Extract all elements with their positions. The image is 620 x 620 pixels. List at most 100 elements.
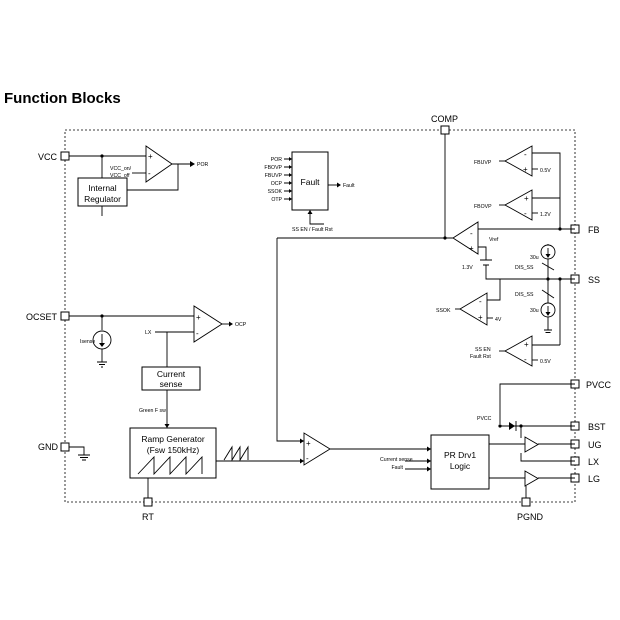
pin-lg: LG [570,473,600,484]
svg-text:+: + [523,165,528,174]
svg-text:LX: LX [588,457,599,467]
svg-text:PR Drv1: PR Drv1 [444,450,476,460]
error-amplifier: - + Vref 1.3V [277,134,575,280]
svg-text:0.5V: 0.5V [540,359,551,365]
svg-text:OCSET: OCSET [26,312,58,322]
svg-text:+: + [196,313,201,322]
svg-text:+: + [148,152,153,161]
svg-text:Current sense: Current sense [380,457,413,463]
svg-text:DIS_SS: DIS_SS [515,292,534,298]
svg-text:OCP: OCP [271,181,283,187]
svg-text:sense: sense [160,379,183,389]
svg-text:POR: POR [271,157,282,163]
svg-text:SS EN / Fault Rst: SS EN / Fault Rst [292,227,333,233]
svg-text:+: + [524,194,529,203]
svg-text:-: - [479,297,482,306]
svg-text:+: + [478,313,483,322]
pr-logic-block: PR Drv1 Logic Current sense Fault [380,434,490,490]
svg-text:UG: UG [588,440,602,450]
svg-text:Current: Current [157,369,186,379]
svg-text:Logic: Logic [450,461,471,471]
pin-bst: BST [570,421,606,432]
internal-regulator: Internal Regulator [77,177,128,207]
ssok-comparator: - + SSOK 4V [436,279,502,326]
svg-text:+: + [469,244,474,253]
svg-text:PVCC: PVCC [586,380,612,390]
svg-text:-: - [524,209,527,218]
ocp-comparator: Isense + - OCP LX Green F sw [69,305,247,428]
svg-text:Green F sw: Green F sw [139,408,166,414]
svg-text:OTP: OTP [271,197,282,203]
svg-text:Isense: Isense [80,339,95,345]
svg-text:Fault: Fault [343,183,355,189]
svg-text:BST: BST [588,422,606,432]
svg-text:-: - [148,169,151,178]
ramp-generator: Ramp Generator (Fsw 150kHz) [129,427,249,498]
soft-start-circuit: 30u DIS_SS DIS_SS 30u [515,244,562,345]
pin-ocset: OCSET [26,311,70,322]
svg-text:-: - [196,329,199,338]
svg-text:Fault Rst: Fault Rst [470,354,491,360]
svg-text:OCP: OCP [235,322,247,328]
svg-text:Vref: Vref [489,237,499,243]
svg-text:FB: FB [588,225,600,235]
pin-rt: RT [142,497,154,522]
svg-text:FBOVP: FBOVP [474,204,492,210]
svg-text:Ramp Generator: Ramp Generator [141,434,204,444]
svg-text:SSOK: SSOK [268,189,283,195]
pin-fb: FB [570,224,600,235]
svg-text:-: - [524,150,527,159]
por-comparator: + - POR VCC_on/ VCC_off [69,145,208,216]
svg-text:-: - [306,454,309,463]
ss-en-comparator: + - SS EN Fault Rst 0.5V [470,335,560,367]
svg-text:PGND: PGND [517,512,544,522]
svg-text:1.2V: 1.2V [540,212,551,218]
svg-text:FBOVP: FBOVP [264,165,282,171]
pwm-comparator: + - [216,238,431,466]
svg-text:0.5V: 0.5V [540,168,551,174]
pin-ug: UG [570,439,602,450]
svg-text:RT: RT [142,512,154,522]
current-sense-block: Current sense [141,366,201,391]
svg-text:4V: 4V [495,317,502,323]
pin-comp: COMP [431,114,458,135]
svg-text:COMP: COMP [431,114,458,124]
svg-text:(Fsw 150kHz): (Fsw 150kHz) [147,445,200,455]
pin-ss: SS [570,274,600,285]
svg-text:SS EN: SS EN [475,347,491,353]
svg-text:1.3V: 1.3V [462,265,473,271]
svg-text:+: + [306,439,311,448]
gate-drivers: PVCC [477,383,575,498]
svg-text:Fault: Fault [391,465,403,471]
svg-text:SS: SS [588,275,600,285]
svg-text:SSOK: SSOK [436,308,451,314]
svg-text:VCC: VCC [38,152,58,162]
svg-text:LG: LG [588,474,600,484]
page-title: Function Blocks [4,90,121,107]
svg-text:LX: LX [145,330,152,336]
svg-text:Internal: Internal [88,183,116,193]
svg-text:VCC_on/: VCC_on/ [110,166,132,172]
pin-gnd: GND [38,442,70,452]
svg-text:DIS_SS: DIS_SS [515,265,534,271]
svg-text:-: - [524,355,527,364]
svg-text:PVCC: PVCC [477,416,492,422]
svg-text:Fault: Fault [301,177,321,187]
svg-text:+: + [524,340,529,349]
fault-inputs: POR FBOVP FBUVP OCP SSOK OTP [264,157,292,203]
svg-text:-: - [470,229,473,238]
fbovp-comparator: + - FBOVP 1.2V [474,189,562,231]
ground-symbol [69,446,90,461]
fbuvp-comparator: - + FBUVP 0.5V [474,145,561,229]
pin-pvcc: PVCC [570,379,612,390]
pin-vcc: VCC [38,151,70,162]
svg-text:30u: 30u [530,255,539,261]
svg-text:FBUVP: FBUVP [474,160,492,166]
svg-text:Regulator: Regulator [84,194,121,204]
pin-lx: LX [570,456,599,467]
svg-text:FBUVP: FBUVP [265,173,283,179]
fault-block: Fault POR FBOVP FBUVP OCP SSOK OTP Fault… [264,151,355,233]
svg-text:VCC_off: VCC_off [110,173,130,179]
svg-text:GND: GND [38,442,59,452]
